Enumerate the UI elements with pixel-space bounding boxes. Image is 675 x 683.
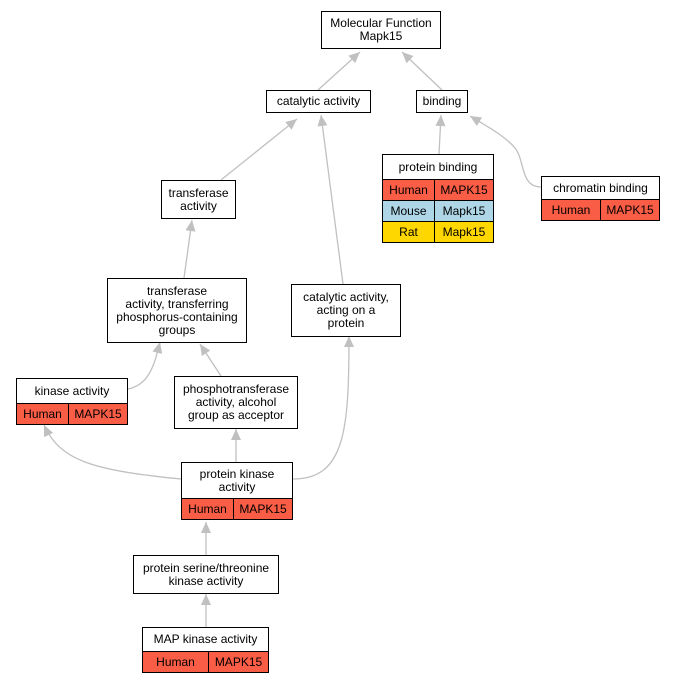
species-cell: Rat — [383, 222, 435, 242]
annotation-row-mouse: Mouse Mapk15 — [383, 200, 493, 221]
edge-protein-binding-to-binding — [435, 114, 446, 155]
go-term-phosphotrans: phosphotransferase activity, alcohol gro… — [174, 376, 298, 429]
go-term-label: binding — [422, 94, 462, 108]
arrowhead-icon — [185, 220, 196, 232]
go-term-root: Molecular Function Mapk15 — [321, 11, 441, 49]
gene-cell: MAPK15 — [239, 501, 287, 516]
arrowhead-icon — [201, 594, 211, 605]
go-term-label: protein kinase activity — [199, 466, 275, 494]
species-cell: Human — [143, 652, 209, 672]
arrowhead-icon — [44, 425, 54, 438]
go-term-transferase: transferase activity — [161, 180, 236, 219]
edge-transferase-to-catalytic — [220, 118, 298, 181]
arrowhead-icon — [285, 119, 297, 130]
go-term-label: phosphotransferase activity, alcohol gro… — [182, 382, 290, 422]
arrowhead-icon — [317, 115, 328, 127]
gene-cell: Mapk15 — [442, 224, 486, 239]
edge-transf-phos-to-transferase — [183, 219, 196, 279]
edge-ser-thr-to-prot-kinase — [201, 522, 211, 555]
edge-phosphotrans-to-transf-phos — [199, 343, 222, 377]
edge-chromatin-to-binding — [469, 115, 542, 188]
arrowhead-icon — [152, 342, 163, 354]
edge-line — [320, 114, 344, 285]
annotation-row-human: Human MAPK15 — [383, 179, 493, 200]
edge-map-kinase-to-ser-thr — [201, 594, 211, 627]
edge-prot-kinase-to-phosphotrans — [231, 429, 241, 462]
gene-cell: Mapk15 — [442, 203, 486, 218]
arrowhead-icon — [201, 522, 211, 533]
go-term-label: protein serine/threonine kinase activity — [142, 560, 270, 588]
annotation-row-human: Human MAPK15 — [17, 403, 127, 424]
edge-line — [43, 424, 182, 480]
annotation-row-human: Human MAPK15 — [182, 498, 292, 519]
gene-cell: MAPK15 — [214, 654, 263, 669]
go-term-label: transferase activity, transferring phosp… — [116, 283, 238, 337]
go-term-label: transferase activity — [168, 185, 229, 213]
edge-kinase-to-transf-phos — [127, 341, 163, 390]
arrowhead-icon — [200, 344, 211, 356]
gene-cell: MAPK15 — [440, 182, 488, 197]
species-cell: Human — [182, 499, 234, 519]
go-term-label: catalytic activity, acting on a protein — [303, 290, 389, 330]
species-cell: Human — [383, 180, 435, 200]
edge-line — [220, 118, 298, 181]
go-term-label: catalytic activity — [276, 94, 361, 108]
edge-binding-to-root — [401, 51, 443, 91]
go-term-cat-protein: catalytic activity, acting on a protein — [291, 284, 401, 337]
gene-cell: MAPK15 — [74, 406, 122, 421]
edge-prot-kinase-to-cat-protein — [292, 335, 354, 480]
annotation-row-rat: Rat Mapk15 — [383, 221, 493, 242]
arrowhead-icon — [344, 336, 354, 347]
species-cell: Human — [542, 200, 601, 220]
arrowhead-icon — [470, 116, 483, 126]
go-term-label: kinase activity — [34, 383, 110, 398]
go-term-transf-phos: transferase activity, transferring phosp… — [107, 278, 247, 343]
edge-line — [292, 335, 350, 480]
annotation-row-human: Human MAPK15 — [542, 199, 659, 220]
species-cell: Mouse — [383, 201, 435, 221]
edge-line — [469, 115, 542, 188]
edge-catalytic-to-root — [317, 51, 361, 91]
go-term-ser-thr: protein serine/threonine kinase activity — [133, 555, 279, 594]
arrowhead-icon — [402, 52, 414, 64]
edge-prot-kinase-to-kinase — [43, 424, 182, 480]
go-term-binding: binding — [416, 90, 468, 113]
arrowhead-icon — [231, 429, 241, 440]
go-term-catalytic: catalytic activity — [266, 90, 371, 113]
go-term-label: protein binding — [398, 159, 478, 174]
species-cell: Human — [17, 404, 69, 424]
gene-cell: MAPK15 — [606, 202, 654, 217]
arrowhead-icon — [435, 115, 446, 127]
go-term-label: Molecular Function Mapk15 — [330, 16, 432, 43]
go-term-label: chromatin binding — [553, 180, 648, 195]
go-term-label: MAP kinase activity — [153, 632, 258, 646]
edge-cat-protein-to-catalytic — [317, 114, 344, 285]
annotation-row-human: Human MAPK15 — [143, 651, 268, 672]
arrowhead-icon — [348, 52, 360, 64]
